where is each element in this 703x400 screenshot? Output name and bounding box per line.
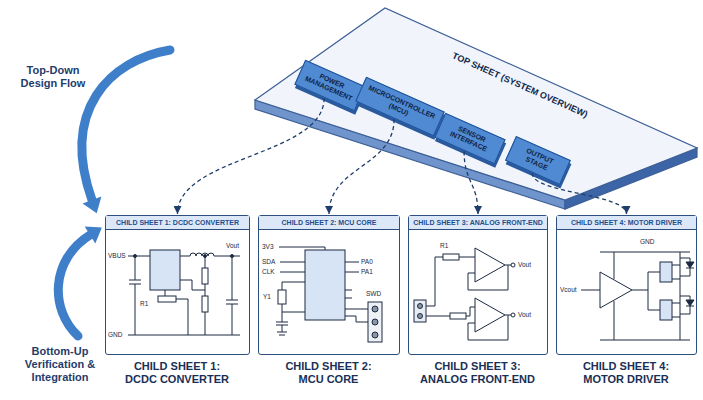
motor-schematic [660,300,672,320]
dcdc-schematic [128,250,240,335]
mcu-schematic [305,250,345,320]
signal-label: Vout [226,242,239,250]
analog-schematic [450,313,466,319]
analog-schematic [511,263,515,267]
analog-schematic [414,248,515,340]
flow-arrow [83,197,102,214]
mcu-schematic [276,247,382,342]
panel-caption: CHILD SHEET 4: MOTOR DRIVER [566,360,686,386]
panel-caption: CHILD SHEET 1: DCDC CONVERTER [121,360,233,386]
motor-schematic [581,252,694,340]
flow-arrow [58,235,90,336]
dcdc-schematic [190,253,214,256]
child-sheet-panel: CHILD SHEET 3: ANALOG FRONT-ENDCHILD SHE… [408,215,548,355]
signal-label: Y1 [263,293,271,301]
mcu-schematic [372,332,378,338]
motor-schematic [686,268,694,306]
signal-label: Vout [518,261,531,269]
signal-label: 3V3 [262,243,274,251]
top-sheet: TOP SHEET (SYSTEM OVERVIEW)POWER MANAGEM… [250,0,700,215]
motor-schematic [686,262,694,268]
slab-top [255,8,697,200]
analog-schematic [443,254,459,260]
flow-arrow [58,50,170,336]
dcdc-schematic [202,268,208,284]
signal-label: PA1 [361,268,373,276]
motor-schematic [660,262,672,282]
dcdc-schematic [231,255,234,258]
panel-header: CHILD SHEET 3: ANALOG FRONT-END [409,216,547,230]
sheet-slab [250,0,700,215]
panel-header: CHILD SHEET 1: DCDC CONVERTER [106,216,249,230]
signal-label: Vcout [560,286,577,294]
motor-schematic [581,252,690,340]
panel-header: CHILD SHEET 2: MCU CORE [259,216,399,230]
dcdc-schematic [128,256,240,335]
analog-schematic [414,300,426,322]
dcdc-schematic [204,255,207,258]
signal-label: CLK [262,268,275,276]
mcu-schematic [368,302,382,342]
analog-schematic [418,304,423,309]
dcdc-schematic [150,250,180,290]
analog-schematic [475,248,505,282]
child-sheet-panel: CHILD SHEET 1: DCDC CONVERTERCHILD SHEET… [105,215,250,355]
signal-label: R1 [140,300,148,308]
mcu-schematic [278,290,286,304]
mcu-schematic [372,306,378,312]
dcdc-schematic [158,296,176,302]
motor-schematic [686,300,694,306]
dcdc-schematic [134,255,137,258]
signal-label: SWD [366,290,381,298]
signal-label: GND [640,238,654,246]
flow-label: Bottom-Up Verification & Integration [12,345,108,385]
panel-caption: CHILD SHEET 2: MCU CORE [276,360,381,386]
signal-label: R1 [440,242,448,250]
analog-schematic [418,314,423,319]
dcdc-schematic [202,296,208,312]
motor-schematic [600,272,632,308]
child-sheet-panel: CHILD SHEET 4: MOTOR DRIVERCHILD SHEET 4… [556,215,697,355]
panel-header: CHILD SHEET 4: MOTOR DRIVER [557,216,696,230]
signal-label: SDA [262,258,275,266]
child-sheet-panel: CHILD SHEET 2: MCU CORECHILD SHEET 2: MC… [258,215,400,355]
mcu-schematic [276,247,368,335]
flow-label: Top-Down Design Flow [10,64,96,90]
analog-schematic [511,313,515,317]
analog-schematic [426,257,511,340]
flow-arrow [85,227,102,244]
panel-caption: CHILD SHEET 3: ANALOG FRONT-END [415,360,540,386]
signal-label: PA0 [361,258,373,266]
mcu-schematic [372,319,378,325]
signal-label: Vout [518,311,531,319]
flow-arrow [82,50,170,200]
analog-schematic [475,298,505,332]
signal-label: GND [108,331,122,339]
signal-label: VBUS [108,252,126,260]
